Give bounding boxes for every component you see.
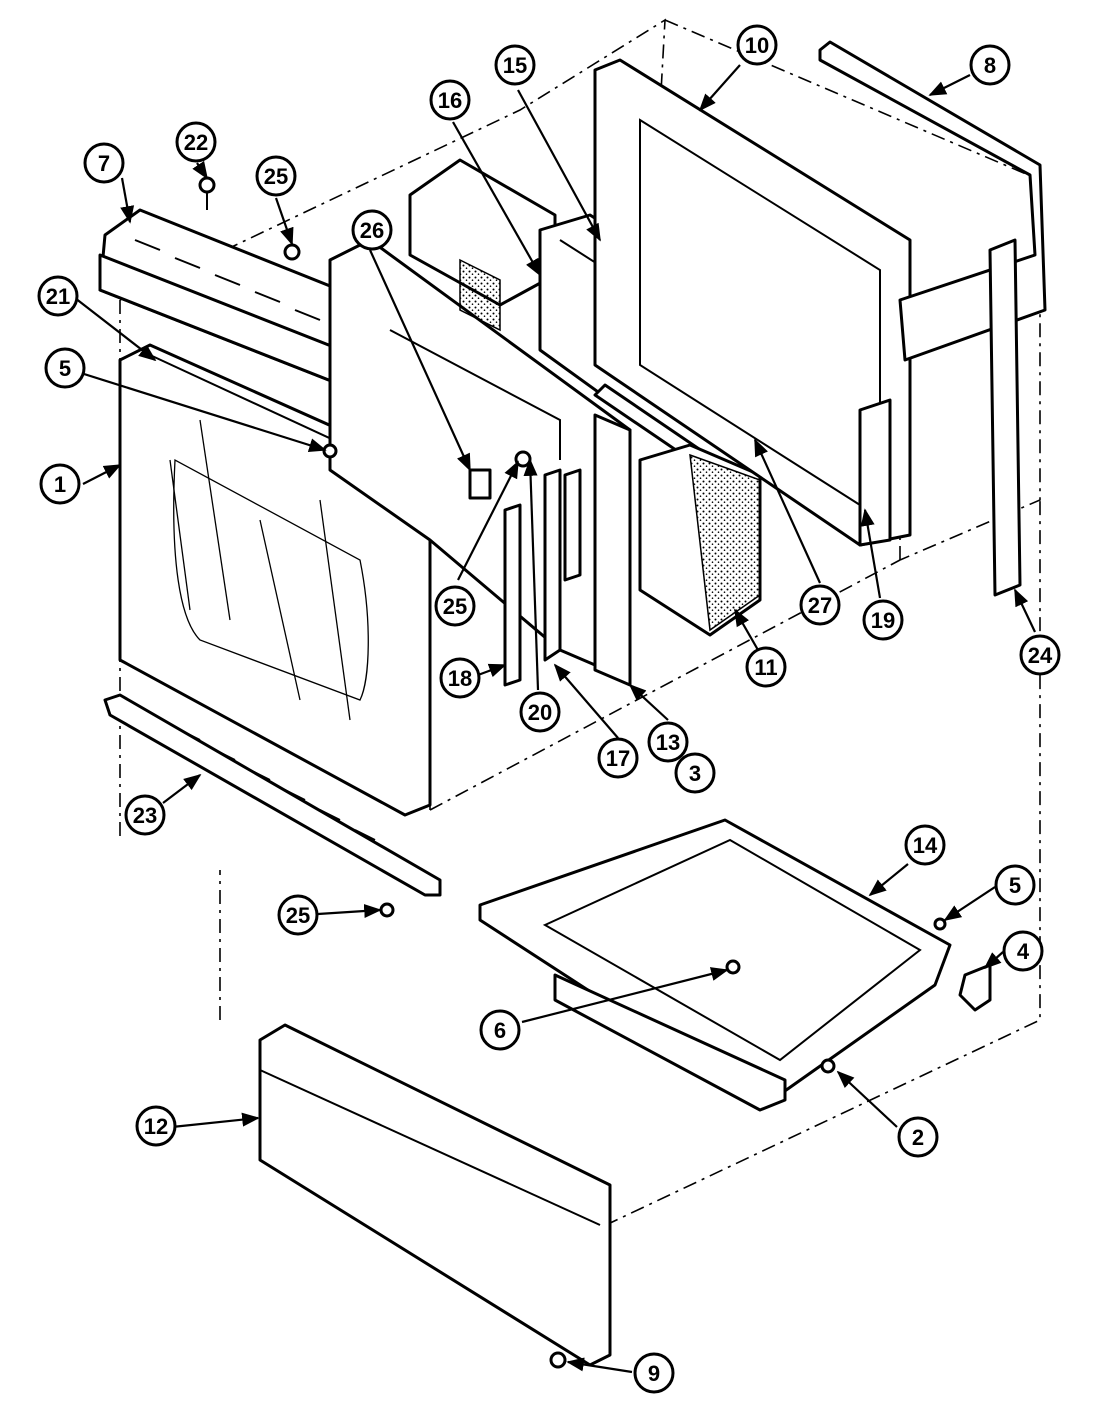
svg-text:10: 10: [745, 33, 769, 58]
svg-text:3: 3: [689, 761, 701, 786]
hinge-channel: [543, 468, 582, 662]
callout-4: 4: [1002, 930, 1044, 972]
hinge: [858, 398, 892, 547]
callout-27: 27: [799, 584, 841, 626]
callout-25-bottom: 25: [277, 894, 319, 936]
callout-21: 21: [37, 275, 79, 317]
svg-text:13: 13: [656, 730, 680, 755]
svg-text:19: 19: [871, 608, 895, 633]
broiler-drawer-pan: [478, 818, 952, 1112]
svg-text:5: 5: [1009, 873, 1021, 898]
svg-text:15: 15: [503, 53, 527, 78]
callout-5-door: 5: [44, 347, 86, 389]
door-bottom-trim: [103, 693, 442, 897]
svg-text:16: 16: [438, 88, 462, 113]
svg-text:21: 21: [46, 284, 70, 309]
svg-text:4: 4: [1017, 939, 1030, 964]
drawer-front-panel: [258, 1023, 612, 1367]
oven-insulation: [638, 443, 762, 637]
svg-text:26: 26: [360, 218, 384, 243]
callout-15: 15: [494, 44, 536, 86]
callout-13: 13: [647, 721, 689, 763]
svg-text:7: 7: [98, 151, 110, 176]
callout-18: 18: [439, 657, 481, 699]
svg-text:17: 17: [606, 746, 630, 771]
callout-17: 17: [597, 737, 639, 779]
svg-text:20: 20: [528, 700, 552, 725]
callout-2: 2: [897, 1116, 939, 1158]
svg-text:1: 1: [54, 472, 66, 497]
svg-text:23: 23: [133, 803, 157, 828]
callout-1: 1: [39, 463, 81, 505]
svg-text:18: 18: [448, 666, 472, 691]
callout-23: 23: [124, 794, 166, 836]
svg-text:2: 2: [912, 1125, 924, 1150]
callout-8: 8: [969, 44, 1011, 86]
svg-text:25: 25: [264, 164, 288, 189]
svg-text:25: 25: [443, 594, 467, 619]
svg-text:12: 12: [144, 1114, 168, 1139]
callout-11: 11: [745, 646, 787, 688]
callout-25-top: 25: [255, 155, 297, 197]
svg-text:9: 9: [648, 1361, 660, 1386]
knob: [958, 963, 992, 1012]
callout-7: 7: [83, 142, 125, 184]
callout-5-drawer: 5: [994, 864, 1036, 906]
callout-9: 9: [633, 1352, 675, 1394]
callout-10: 10: [736, 24, 778, 66]
callout-25-middle: 25: [434, 585, 476, 627]
svg-text:27: 27: [808, 593, 832, 618]
svg-text:6: 6: [494, 1018, 506, 1043]
gasket-strip: [503, 503, 522, 687]
callout-24: 24: [1019, 634, 1061, 676]
svg-text:11: 11: [754, 655, 777, 680]
leader-lines: [64, 64, 1036, 1374]
door-gasket: [818, 40, 1047, 362]
callout-19: 19: [862, 599, 904, 641]
svg-text:25: 25: [286, 903, 310, 928]
side-trim: [988, 238, 1022, 597]
callout-20: 20: [519, 691, 561, 733]
callout-3: 3: [674, 752, 716, 794]
side-door-panel: [593, 413, 632, 687]
callout-6: 6: [479, 1009, 521, 1051]
callout-26: 26: [351, 209, 393, 251]
svg-text:22: 22: [184, 130, 208, 155]
svg-text:8: 8: [984, 53, 996, 78]
callout-12: 12: [135, 1105, 177, 1147]
screws: [198, 176, 947, 1369]
svg-text:14: 14: [913, 833, 938, 858]
svg-text:24: 24: [1028, 643, 1053, 668]
callout-16: 16: [429, 79, 471, 121]
svg-text:5: 5: [59, 356, 71, 381]
callout-14: 14: [904, 824, 946, 866]
callout-22: 22: [175, 121, 217, 163]
